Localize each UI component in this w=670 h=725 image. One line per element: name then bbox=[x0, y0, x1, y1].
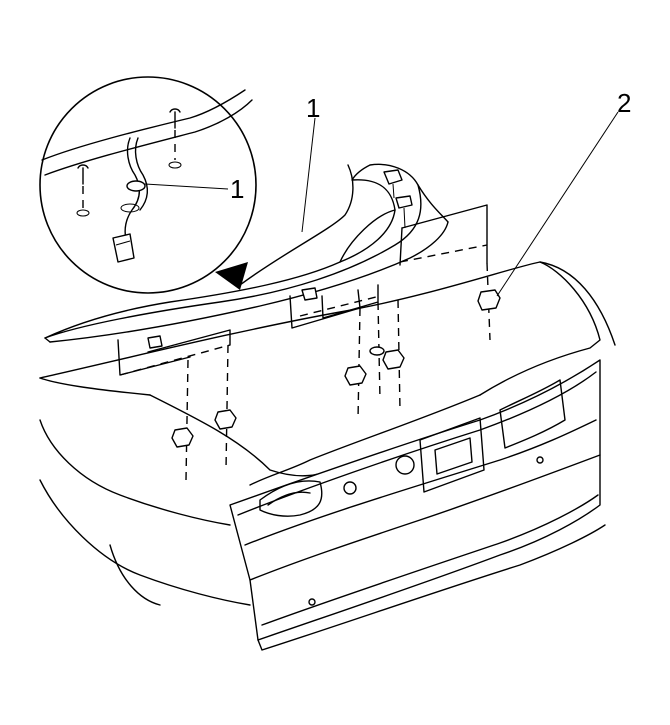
rear-spoiler bbox=[44, 163, 449, 343]
callout-detail-connector: 1 bbox=[230, 174, 244, 204]
callout-spoiler: 1 bbox=[306, 93, 320, 123]
removal-direction-arrow bbox=[215, 164, 354, 290]
fastener-studs-and-nuts bbox=[117, 169, 501, 481]
callout-nut: 2 bbox=[617, 88, 631, 118]
detail-inset bbox=[39, 76, 257, 294]
callout-leaders bbox=[144, 111, 619, 297]
vehicle-rear-body bbox=[39, 261, 616, 651]
